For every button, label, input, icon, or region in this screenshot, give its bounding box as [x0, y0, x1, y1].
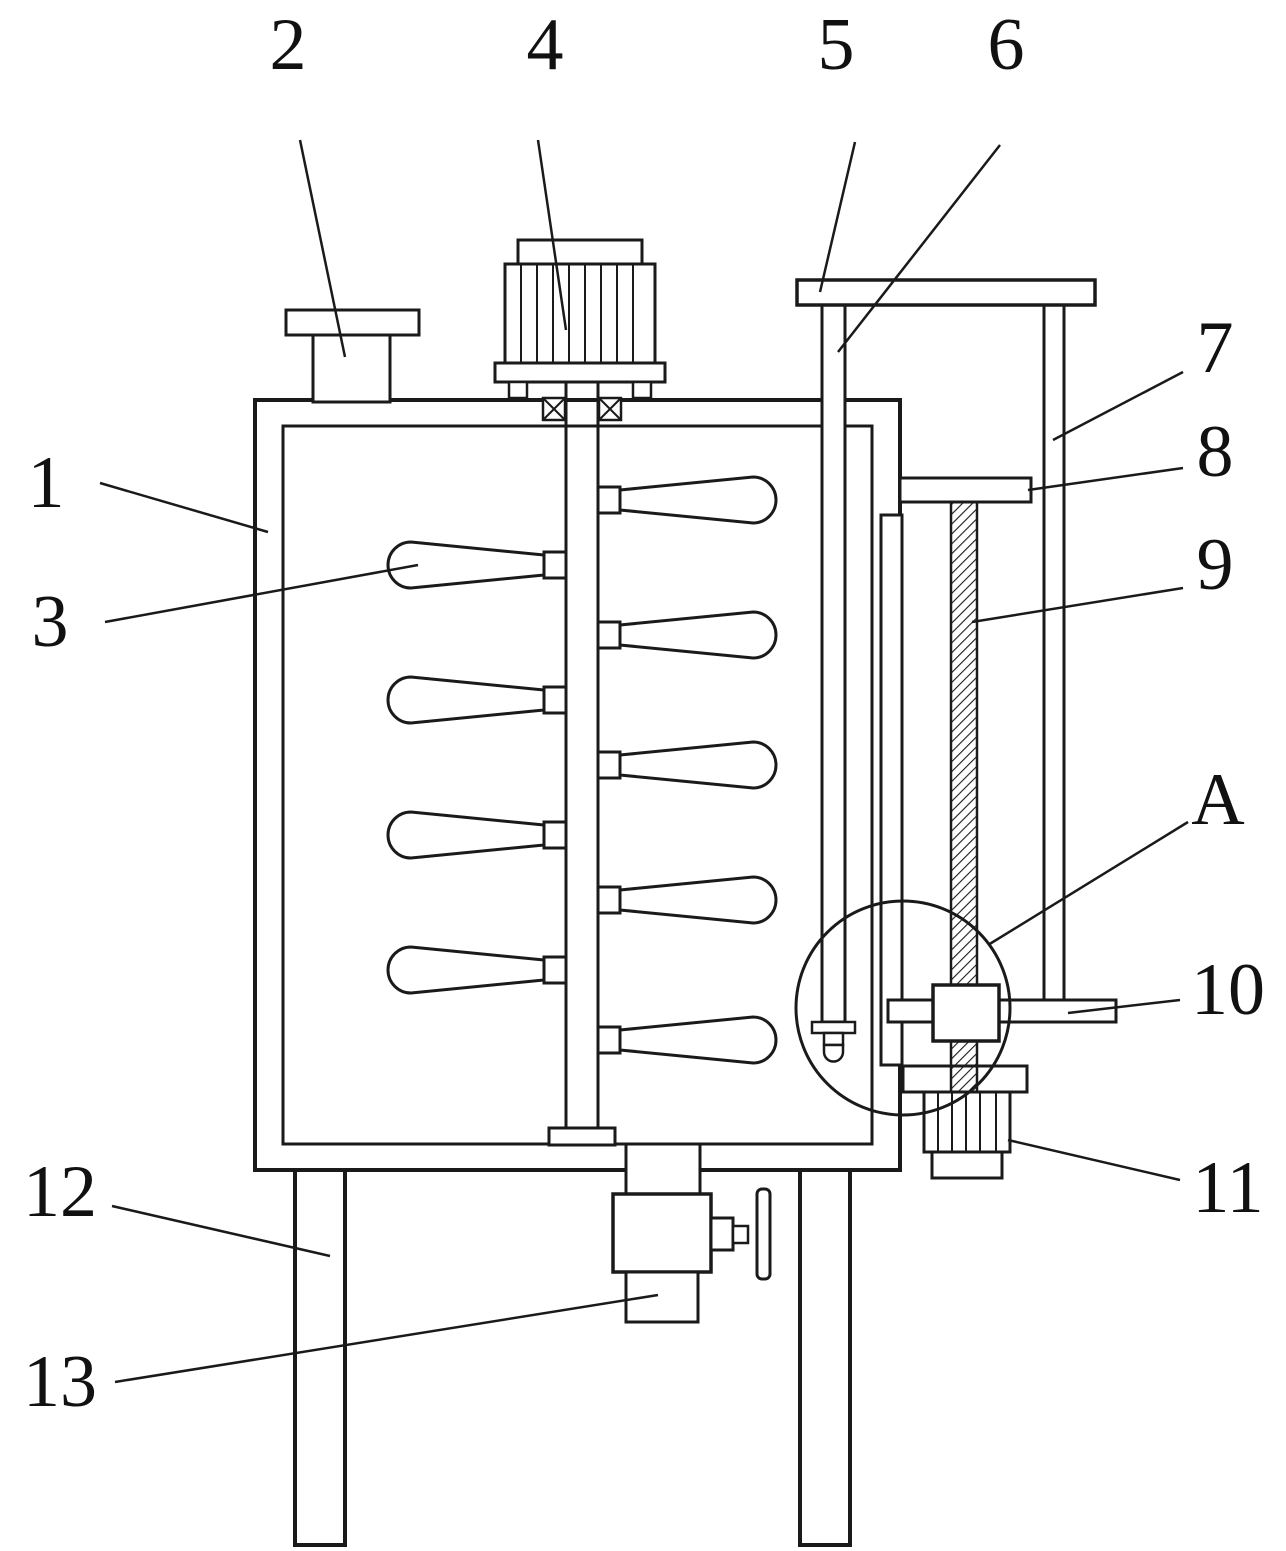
spray-pipe [820, 303, 847, 1024]
guide-rail-strip [879, 513, 904, 1067]
motor-ribs [520, 264, 634, 363]
shaft-seal-right [597, 396, 623, 422]
spray-nozzle [810, 1020, 857, 1063]
frame-top-bar [795, 278, 1097, 307]
screw-top-bracket [898, 476, 1033, 504]
blade-horn [386, 945, 546, 995]
blade-horn [386, 810, 546, 860]
motor-foot-right [631, 380, 653, 400]
stirring-blade-right [596, 475, 778, 525]
leader-7 [1052, 370, 1184, 442]
label-7: 7 [1197, 307, 1234, 389]
valve-stem [709, 1216, 735, 1252]
stirring-blade-left [386, 675, 568, 725]
leader-8 [1027, 466, 1184, 492]
valve-handle [755, 1187, 772, 1281]
stirring-blade-right [596, 875, 778, 925]
screw-motor-ribs [937, 1092, 997, 1152]
outlet-neck [624, 1142, 702, 1196]
valve-stem-cap [731, 1224, 750, 1245]
slider-right-arm [997, 998, 1118, 1024]
motor-foot-left [507, 380, 529, 400]
blade-hub [596, 885, 622, 915]
tank-body [253, 398, 902, 1172]
shaft-seal-left [541, 396, 567, 422]
blade-horn [618, 875, 778, 925]
slider-block [931, 983, 1001, 1043]
motor-base-plate [493, 361, 667, 384]
leader-12 [111, 1204, 331, 1258]
label-A: A [1191, 759, 1244, 841]
leader-4 [536, 139, 568, 331]
support-legs [293, 1168, 852, 1547]
leader-10 [1067, 998, 1181, 1015]
inlet-neck [311, 331, 392, 404]
tank-outer-wall [253, 398, 902, 1172]
leader-2 [298, 139, 347, 358]
label-3: 3 [32, 581, 69, 663]
discharge-valve [611, 1142, 772, 1324]
blade-horn [386, 540, 546, 590]
blade-hub [542, 955, 568, 985]
feed-inlet [284, 308, 421, 404]
leader-1 [99, 481, 269, 534]
support-frame [795, 278, 1097, 1063]
stirring-blade-right [596, 1015, 778, 1065]
blade-hub [542, 820, 568, 850]
blade-hub [596, 1025, 622, 1055]
valve-body [611, 1192, 713, 1274]
drive-motor [493, 238, 667, 422]
blade-horn [618, 1015, 778, 1065]
blade-horn [618, 610, 778, 660]
slider-left-arm [886, 998, 935, 1024]
label-11: 11 [1192, 1147, 1263, 1229]
stirring-blade-right [596, 740, 778, 790]
reference-labels: 2 4 5 6 7 8 9 A 10 11 1 3 12 13 [23, 4, 1265, 1423]
outlet-lower-block [624, 1270, 700, 1324]
leader-9 [971, 586, 1184, 624]
blade-horn [618, 475, 778, 525]
stirring-blade-left [386, 540, 568, 590]
stirring-blade-left [386, 810, 568, 860]
tank-inner-wall [281, 424, 874, 1146]
leader-3 [104, 563, 419, 624]
leader-13 [114, 1293, 659, 1384]
motor-cap [516, 238, 644, 266]
label-9: 9 [1197, 524, 1234, 606]
label-4: 4 [527, 4, 564, 86]
motor-body [503, 262, 657, 365]
label-10: 10 [1191, 949, 1265, 1031]
shaft-foot-plate [547, 1126, 617, 1147]
stirring-blades [386, 475, 778, 1065]
left-leg [293, 1168, 347, 1547]
label-2: 2 [270, 4, 307, 86]
label-12: 12 [23, 1151, 97, 1233]
inlet-flange [284, 308, 421, 337]
blade-horn [386, 675, 546, 725]
leader-11 [1007, 1138, 1181, 1182]
stirring-blade-right [596, 610, 778, 660]
stirring-blade-left [386, 945, 568, 995]
label-1: 1 [28, 442, 65, 524]
label-5: 5 [818, 4, 855, 86]
leader-A [987, 820, 1189, 947]
screw-motor-base [930, 1150, 1004, 1180]
blade-hub [596, 485, 622, 515]
blade-hub [542, 685, 568, 715]
lifting-screw-assembly [886, 476, 1118, 1180]
blade-hub [542, 550, 568, 580]
leader-6 [837, 144, 1001, 353]
detail-circle-A [794, 899, 1012, 1117]
blade-hub [596, 750, 622, 780]
right-leg [798, 1168, 852, 1547]
leader-5 [818, 141, 857, 293]
label-8: 8 [1197, 411, 1234, 493]
blade-horn [618, 740, 778, 790]
label-13: 13 [23, 1341, 97, 1423]
label-6: 6 [988, 4, 1025, 86]
blade-hub [596, 620, 622, 650]
leader-lines [99, 139, 1189, 1384]
